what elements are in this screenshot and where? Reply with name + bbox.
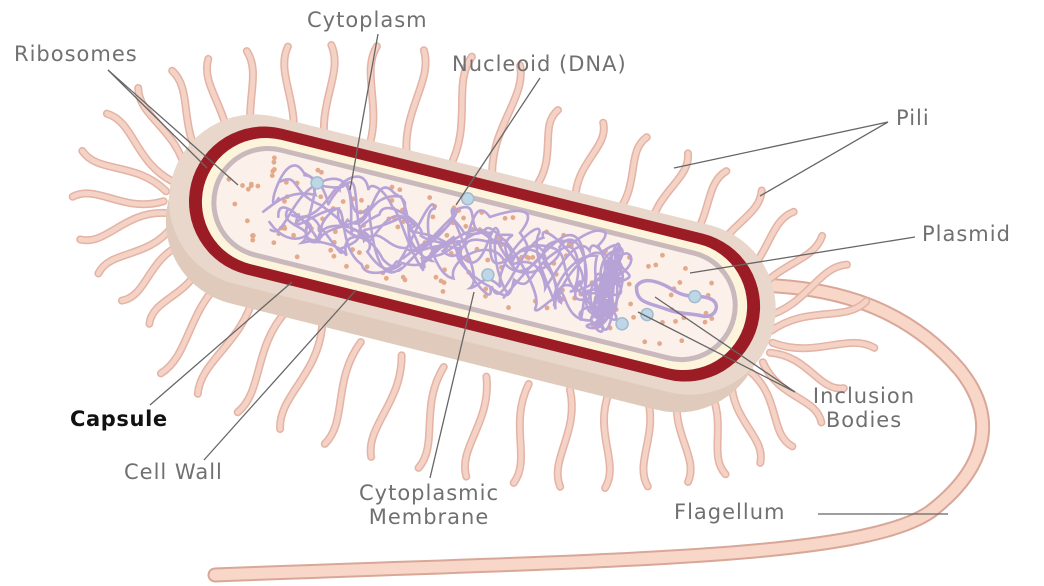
label-cytoplasm: Cytoplasm (307, 8, 428, 32)
cell-body (146, 96, 794, 432)
label-ribosomes: Ribosomes (14, 42, 138, 66)
label-inclusion-bodies-line2: Bodies (796, 408, 932, 432)
label-nucleoid: Nucleoid (DNA) (452, 52, 627, 76)
label-flagellum: Flagellum (674, 500, 785, 524)
label-cell-wall: Cell Wall (124, 460, 223, 484)
label-cytoplasmic-membrane-line1: Cytoplasmic (334, 481, 524, 505)
label-inclusion-bodies-line1: Inclusion (796, 384, 932, 408)
leader-line-pili-2 (760, 122, 888, 196)
label-pili: Pili (896, 106, 930, 130)
label-plasmid: Plasmid (922, 222, 1011, 246)
pilus (73, 193, 164, 204)
label-cytoplasmic-membrane-line2: Membrane (334, 505, 524, 529)
leader-line-pili-1 (674, 122, 888, 168)
label-capsule: Capsule (70, 407, 168, 431)
label-inclusion-bodies: Inclusion Bodies (796, 384, 932, 432)
label-cytoplasmic-membrane: Cytoplasmic Membrane (334, 481, 524, 529)
